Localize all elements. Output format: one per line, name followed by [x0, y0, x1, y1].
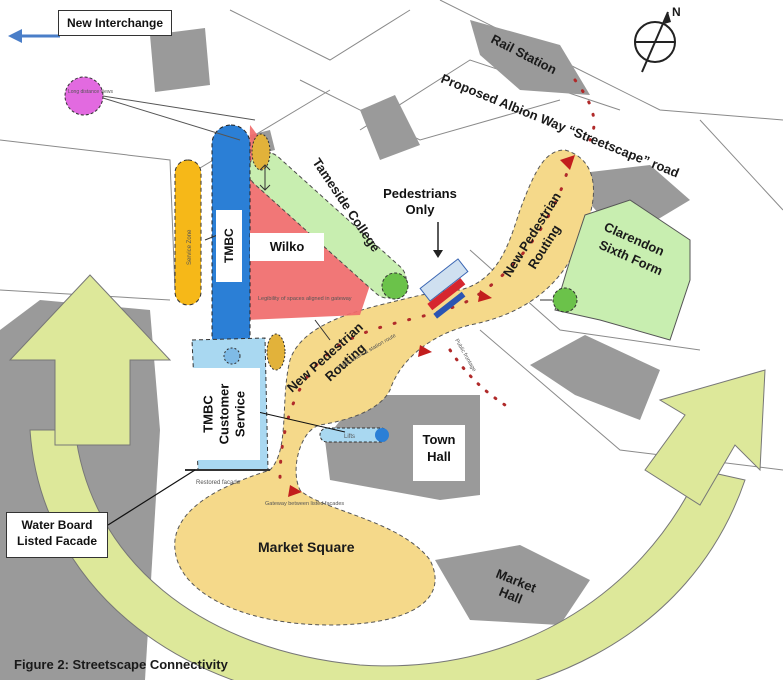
note-legibility: Legibility of spaces aligned in gateway — [258, 296, 352, 302]
arrow-ring — [8, 274, 766, 680]
building-northwest — [150, 28, 210, 92]
tmbc-cs-line2: Customer — [216, 383, 231, 445]
interchange-arrow — [8, 29, 60, 43]
tmbc-customer-service-label: TMBC Customer Service — [188, 368, 260, 460]
oval-north — [251, 133, 271, 171]
note-long-distance: Long distance views — [68, 89, 114, 95]
note-restored-facade: Restored facade — [196, 480, 241, 486]
north-compass: N — [634, 5, 681, 73]
college-node — [381, 272, 409, 300]
route-chevrons — [288, 155, 575, 497]
route-main — [174, 149, 594, 626]
market-square-label: Market Square — [258, 539, 355, 555]
figure-caption: Figure 2: Streetscape Connectivity — [14, 657, 228, 672]
building-east — [565, 165, 690, 230]
pedestrian-route — [174, 78, 596, 626]
building-college-south — [360, 95, 420, 160]
building-southeast — [530, 335, 660, 420]
note-service-zone: Service Zone — [187, 229, 193, 265]
pedestrians-only-line2: Only — [405, 202, 435, 217]
ring-band — [29, 429, 746, 680]
right-arrow — [644, 369, 766, 506]
town-hall-line1: Town — [422, 432, 456, 447]
wilko-label: Wilko — [250, 233, 324, 261]
town-hall-line2: Hall — [427, 449, 451, 464]
note-lifts: Lifts — [344, 434, 355, 440]
route-southeast-link — [448, 348, 507, 407]
tmbc-cs-line3: Service — [232, 390, 247, 438]
route-centreline — [278, 158, 572, 482]
tmbc-cs-line1: TMBC — [200, 395, 215, 433]
north-letter: N — [672, 5, 681, 19]
service-zone — [174, 159, 202, 306]
long-views-node — [64, 76, 104, 116]
customer-service-leader — [257, 411, 346, 433]
clarendon-zone — [552, 199, 691, 341]
water-board-label: Water Board Listed Facade — [6, 512, 108, 558]
note-gateway-between: Gateway between listed facades — [265, 501, 344, 507]
new-interchange-label: New Interchange — [58, 10, 172, 36]
pedestrians-only-line1: Pedestrians — [383, 186, 457, 201]
note-public-frontage: Public frontage — [453, 338, 477, 373]
water-board-line2: Listed Facade — [16, 534, 98, 548]
water-board-line1: Water Board — [21, 518, 93, 532]
building-market-hall — [435, 545, 590, 625]
water-board-leader — [107, 469, 196, 526]
left-arrow — [8, 274, 172, 446]
pedestrians-only-label: Pedestrians Only — [380, 186, 460, 218]
clarendon-node — [552, 287, 578, 313]
town-hall-label: Town Hall — [413, 425, 465, 481]
building-rail — [470, 20, 590, 95]
oval-south — [266, 333, 286, 371]
lift-node — [223, 347, 241, 365]
pedestrian-crossing — [419, 222, 469, 319]
tmbc-label: TMBC — [216, 210, 242, 282]
lifts-pill — [319, 427, 389, 443]
